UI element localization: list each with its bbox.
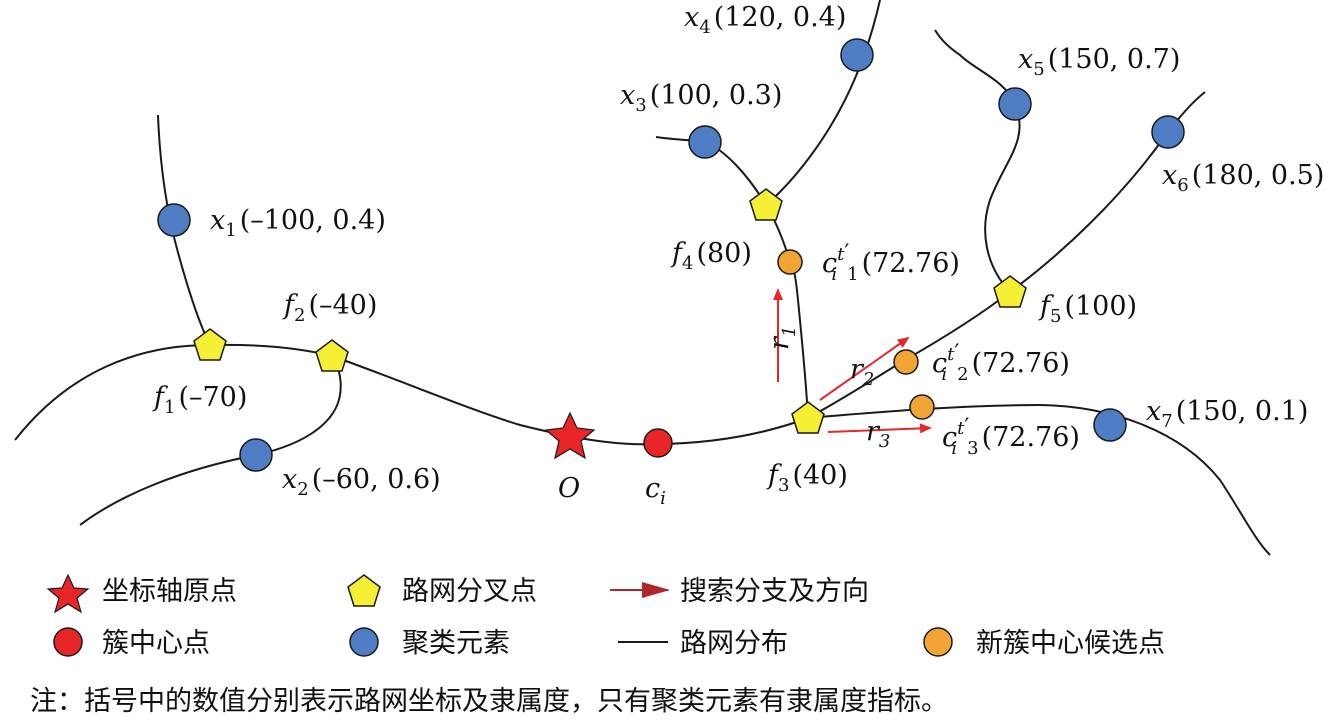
road-x2 (79, 355, 342, 526)
road-f3-f4 (765, 204, 809, 419)
legend-origin-label: 坐标轴原点 (102, 576, 237, 607)
fork-f4 (749, 188, 783, 221)
label-cluster-center: ci (645, 473, 666, 509)
branch-arrow-r3 (827, 423, 932, 434)
label-x3: x3(100, 0.3) (620, 80, 782, 116)
legend-candidate-circle-icon (923, 627, 953, 657)
element-x1 (157, 203, 191, 237)
element-x2 (239, 438, 273, 472)
legend-candidate-label: 新簇中心候选点 (976, 628, 1165, 659)
road-f4-x4 (765, 0, 881, 206)
label-f5: f5(100) (1038, 291, 1137, 327)
fork-f2 (315, 339, 349, 372)
legend-center-circle-icon (53, 627, 83, 657)
branch-r3-label: r3 (866, 416, 890, 452)
label-x7: x7(150, 0.1) (1146, 396, 1308, 432)
label-x6: x6(180, 0.5) (1162, 160, 1324, 196)
element-x5 (998, 87, 1032, 121)
label-x5: x5(150, 0.7) (1018, 44, 1180, 80)
legend-fork-pentagon-icon (347, 574, 381, 607)
legend-element-circle-icon (349, 627, 379, 657)
label-x4: x4(120, 0.4) (684, 2, 846, 38)
candidate-c2 (893, 349, 919, 375)
candidate-c3 (909, 394, 935, 420)
legend-fork-label: 路网分叉点 (402, 576, 537, 607)
label-x2: x2(–60, 0.6) (282, 464, 441, 500)
legend-center-label: 簇中心点 (102, 628, 210, 659)
branch-arrow-r2 (819, 336, 910, 401)
road-network (14, 0, 1271, 556)
legend: 坐标轴原点 路网分叉点 搜索分支及方向 簇中心点 聚类元素 路网分布 新簇中心候… (46, 573, 1165, 659)
label-f1: f1(–70) (152, 382, 247, 418)
candidate-c1 (777, 249, 803, 275)
branch-r2-label: r2 (850, 354, 874, 390)
element-x3 (688, 125, 722, 159)
legend-road-label: 路网分布 (680, 628, 788, 659)
road-main (14, 343, 809, 446)
figure-note: 注：括号中的数值分别表示路网坐标及隶属度，只有聚类元素有隶属度指标。 (30, 686, 948, 717)
label-f4: f4(80) (670, 238, 752, 274)
road-x1 (157, 114, 211, 346)
fork-f5 (993, 275, 1027, 308)
road-forks (193, 188, 1027, 434)
cluster-elements (157, 38, 1185, 472)
label-f2: f2(–40) (282, 290, 377, 326)
element-x7 (1093, 408, 1127, 442)
label-f3: f3(40) (766, 460, 848, 496)
legend-element-label: 聚类元素 (402, 628, 510, 659)
fork-f1 (193, 328, 227, 361)
branch-r1-label: r1 (764, 326, 800, 350)
label-x1: x1(–100, 0.4) (210, 205, 386, 241)
fork-f3 (791, 401, 825, 434)
search-branches: r1 r2 r3 (764, 288, 932, 452)
element-x4 (840, 38, 874, 72)
candidate-centers (777, 249, 935, 420)
legend-origin-star-icon (46, 573, 90, 614)
cluster-center-ci (643, 428, 673, 458)
label-origin: O (558, 473, 580, 504)
origin-star-icon (544, 411, 596, 460)
legend-branch-label: 搜索分支及方向 (680, 576, 869, 607)
element-x6 (1151, 115, 1185, 149)
